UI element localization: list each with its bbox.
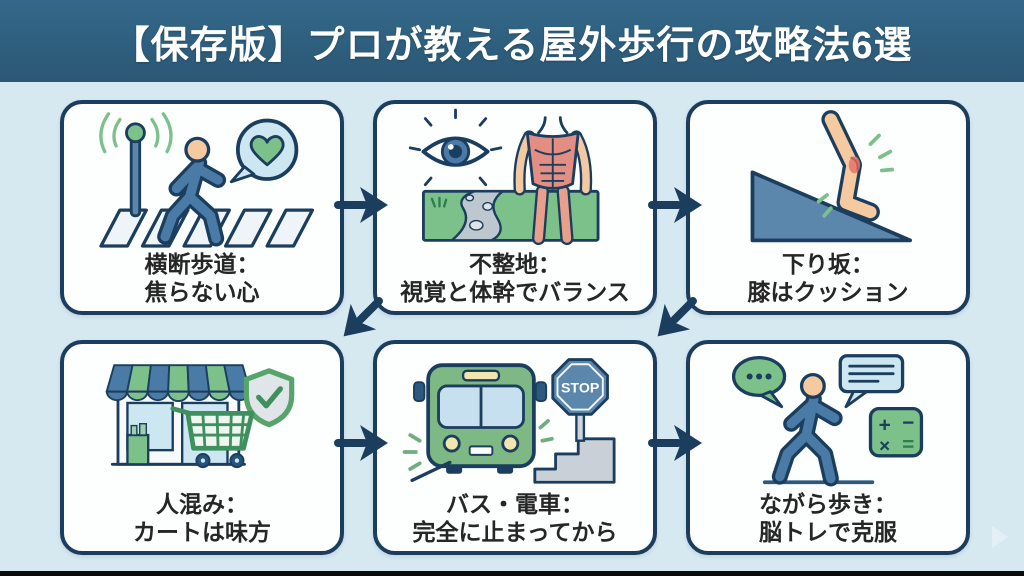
awning-icon bbox=[105, 364, 252, 402]
ground-patch bbox=[422, 189, 600, 242]
card-uneven-ground: 不整地： 視覚と体幹でバランス bbox=[373, 100, 657, 315]
impact-dashes bbox=[816, 133, 895, 218]
shelf-items bbox=[126, 423, 150, 466]
leg-on-downhill-slope-icon bbox=[750, 110, 913, 243]
card-caption: ながら歩き： 脳トレで克服 bbox=[759, 490, 897, 546]
caption-line1: 人混み： bbox=[156, 491, 248, 517]
flow-arrow-right-2 bbox=[648, 187, 702, 223]
caption-line2: カートは味方 bbox=[133, 519, 271, 545]
caption-line2: 焦らない心 bbox=[144, 279, 260, 305]
card-caption: 下り坂： 膝はクッション bbox=[748, 250, 909, 306]
stop-sign-label: STOP bbox=[561, 381, 599, 397]
store-shield-and-cart-icon bbox=[105, 364, 295, 469]
card-crosswalk: 横断歩道： 焦らない心 bbox=[60, 100, 344, 315]
math-symbol-equals: = bbox=[902, 433, 914, 456]
caption-line2: 脳トレで克服 bbox=[759, 519, 897, 545]
card-caption: 横断歩道： 焦らない心 bbox=[145, 250, 260, 306]
grass-tuft bbox=[430, 196, 448, 208]
header-banner: 【保存版】プロが教える屋外歩行の攻略法6選 bbox=[0, 0, 1024, 82]
slope-shape bbox=[750, 170, 913, 243]
pedestrian-crossing-icon bbox=[99, 112, 315, 248]
math-symbol-plus: + bbox=[879, 413, 891, 436]
stop-sign-icon: STOP bbox=[551, 358, 609, 442]
leg-icon bbox=[821, 110, 880, 222]
bus-and-stop-sign-icon: STOP bbox=[402, 358, 616, 484]
card-caption: バス・電車： 完全に止まってから bbox=[413, 490, 618, 546]
flow-arrow-right-3 bbox=[334, 425, 388, 461]
shield-check-icon bbox=[243, 368, 295, 428]
flow-arrow-down-left-1 bbox=[343, 297, 383, 337]
bottom-letterbox-bar bbox=[0, 571, 1024, 576]
bus-icon bbox=[410, 363, 548, 483]
message-bubble-lines-icon bbox=[838, 354, 905, 409]
eye-icon bbox=[408, 108, 503, 187]
flow-arrow-down-left-2 bbox=[657, 297, 697, 337]
walking-with-thought-bubbles-icon: + − × = bbox=[731, 354, 924, 487]
card-bus-train: STOP バス・電車： 完全に止まってから bbox=[373, 340, 657, 555]
shopping-cart-icon bbox=[170, 406, 255, 469]
caption-line2: 膝はクッション bbox=[747, 279, 909, 305]
signal-pole-icon bbox=[99, 112, 173, 218]
flow-arrow-right-1 bbox=[334, 187, 388, 223]
core-muscles-figure-icon bbox=[513, 116, 593, 246]
caption-line1: 不整地： bbox=[468, 251, 561, 277]
flow-arrow-right-4 bbox=[648, 425, 702, 461]
pedestrian-icon bbox=[157, 136, 227, 247]
caption-line1: 下り坂： bbox=[782, 251, 874, 277]
page-title: 【保存版】プロが教える屋外歩行の攻略法6選 bbox=[111, 24, 913, 67]
speech-bubble-heart-icon bbox=[229, 118, 299, 184]
caption-line2: 視覚と体幹でバランス bbox=[400, 279, 630, 305]
card-caption: 不整地： 視覚と体幹でバランス bbox=[400, 250, 630, 306]
motion-dashes bbox=[402, 419, 554, 471]
steps-shape bbox=[533, 437, 616, 484]
chat-bubble-dots-icon bbox=[731, 355, 787, 409]
card-caption: 人混み： カートは味方 bbox=[133, 490, 271, 546]
watermark-arrow-icon bbox=[992, 526, 1008, 548]
math-symbol-times: × bbox=[879, 436, 890, 457]
card-distracted-walking: + − × = ながら歩き： 脳トレで克服 bbox=[686, 340, 970, 555]
caption-line2: 完全に止まってから bbox=[412, 519, 618, 545]
caption-line1: バス・電車： bbox=[446, 491, 584, 517]
math-symbol-minus: − bbox=[902, 411, 914, 434]
walking-person-icon bbox=[771, 372, 843, 487]
caption-line1: 横断歩道： bbox=[144, 251, 260, 277]
eye-and-core-muscles-icon bbox=[408, 108, 600, 246]
card-downhill: 下り坂： 膝はクッション bbox=[686, 100, 970, 315]
card-crowds: 人混み： カートは味方 bbox=[60, 340, 344, 555]
caption-line1: ながら歩き： bbox=[759, 491, 897, 517]
math-box-icon: + − × = bbox=[868, 406, 924, 458]
